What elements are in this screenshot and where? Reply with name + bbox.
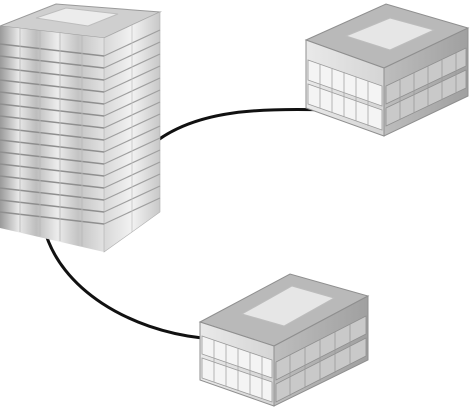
- link-tower-to-site-a: [157, 107, 329, 142]
- low-rise-building-icon: [304, 3, 470, 137]
- link-tower-to-site-b: [42, 227, 203, 340]
- low-rise-building-icon: [198, 273, 370, 407]
- high-rise-building-icon: [0, 3, 162, 253]
